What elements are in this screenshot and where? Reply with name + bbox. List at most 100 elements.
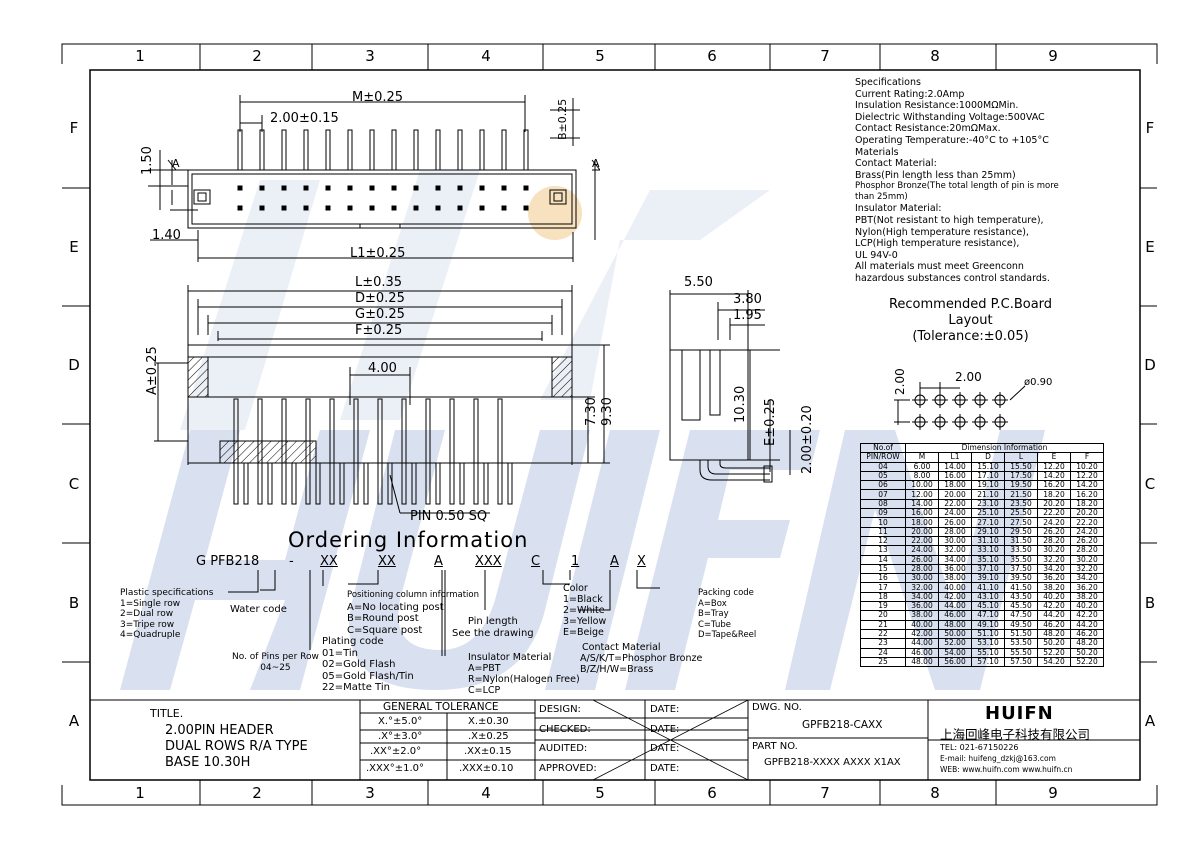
ordering-code-segment: C — [531, 554, 541, 569]
top-view-drawing — [148, 95, 600, 262]
front-pin — [497, 398, 503, 505]
ordering-line: Pin length — [467, 616, 518, 627]
ordering-line: Insulator Material — [468, 652, 552, 663]
dim-l: L±0.35 — [355, 275, 403, 290]
top-pin — [281, 129, 287, 171]
side-view-drawing — [669, 290, 791, 483]
zone-col-5: 5 — [595, 47, 605, 65]
title-line-3: BASE 10.30H — [165, 755, 251, 770]
top-contact — [391, 185, 397, 191]
ordering-line: A=Box — [698, 598, 727, 609]
zone-col-8: 8 — [930, 47, 940, 65]
specifications-block: Specifications Current Rating:2.0Amp Ins… — [855, 77, 1059, 285]
top-contact — [501, 185, 507, 191]
zone-row-c-right: C — [1144, 475, 1156, 493]
zone-row-f: F — [69, 119, 79, 137]
ordering-line: B=Round post — [347, 613, 419, 624]
top-contact — [435, 185, 441, 191]
top-contact — [457, 185, 463, 191]
spec-line: Phosphor Bronze(The total length of pin … — [855, 181, 1059, 192]
spec-line: UL 94V-0 — [855, 249, 898, 261]
front-pin — [329, 398, 335, 505]
zone-row-e-right: E — [1145, 238, 1155, 256]
spec-line: LCP(High temperature resistance), — [855, 238, 1020, 250]
front-pin — [363, 462, 369, 505]
top-contact — [413, 205, 419, 211]
front-view-drawing — [154, 285, 610, 514]
ordering-insulator: Insulator Material A=PBT R=Nylon(Halogen… — [468, 652, 580, 696]
dim-g: G±0.25 — [355, 307, 405, 322]
dim-w3: 1.95 — [733, 308, 762, 323]
tolerance-angle-2: .X°±3.0° — [378, 731, 423, 742]
top-contact — [325, 205, 331, 211]
spec-line: Operating Temperature:-40°C to +105°C — [855, 134, 1049, 146]
zone-col-9: 9 — [1048, 47, 1058, 65]
tolerance-angle-3: .XX°±2.0° — [370, 746, 422, 757]
front-pin — [339, 462, 345, 505]
company-tel: TEL: 021-67150226 — [940, 743, 1019, 752]
top-contact — [259, 205, 265, 211]
section-mark-right: A — [592, 157, 600, 170]
ordering-line: C=LCP — [468, 685, 501, 696]
zone-col-3-bottom: 3 — [365, 784, 375, 802]
ordering-packing: Packing code A=Box B=Tray C=Tube D=Tape&… — [698, 588, 756, 641]
ordering-line: A=PBT — [468, 663, 501, 674]
dwg-no-label: DWG. NO. — [752, 702, 802, 713]
zone-row-d-right: D — [1144, 356, 1156, 374]
front-pin — [267, 462, 273, 505]
tolerance-angle-1: X.°±5.0° — [378, 716, 423, 727]
top-contact — [237, 205, 243, 211]
ordering-plastic: Plastic specifications 1=Single row 2=Du… — [120, 588, 213, 641]
ordering-plating: Plating code 01=Tin 02=Gold Flash 05=Gol… — [322, 636, 414, 694]
top-contact — [413, 185, 419, 191]
date-label-4: DATE: — [650, 763, 680, 774]
dim-pitch: 2.00±0.15 — [270, 111, 339, 126]
front-pin — [401, 398, 407, 505]
ordering-line: 2=Dual row — [120, 609, 174, 619]
ordering-code-segment: A — [610, 554, 619, 569]
ordering-line: 01=Tin — [322, 647, 359, 659]
ordering-title: Ordering Information — [288, 528, 529, 552]
ordering-line: Contact Material — [582, 642, 661, 653]
dim-f: F±0.25 — [355, 323, 403, 338]
ordering-line: A/S/K/T=Phosphor Bronze — [580, 653, 703, 664]
part-no-value: GPFB218-XXXX AXXX X1AX — [764, 757, 901, 768]
checked-label: CHECKED: — [539, 724, 591, 735]
top-contact — [281, 185, 287, 191]
zone-col-6: 6 — [707, 47, 717, 65]
ordering-line: Positioning column information — [347, 590, 479, 600]
dwg-no-value: GPFB218-CAXX — [802, 719, 883, 731]
top-pin — [347, 129, 353, 171]
pcb-pitch-x: 2.00 — [955, 370, 982, 384]
top-contact — [259, 185, 265, 191]
title-line-1: 2.00PIN HEADER — [165, 723, 274, 738]
tolerance-linear-2: .X±0.25 — [468, 731, 509, 742]
front-pin — [315, 462, 321, 505]
top-contact — [523, 205, 529, 211]
spec-line: Specifications — [855, 77, 921, 88]
tolerance-linear-4: .XXX±0.10 — [459, 763, 514, 774]
spec-line: All materials must meet Greenconn — [855, 261, 1024, 273]
ordering-positioning: Positioning column information A=No loca… — [347, 590, 479, 636]
company-email: E-mail: huifeng_dzkj@163.com — [940, 754, 1056, 763]
top-pin — [523, 129, 529, 171]
top-pin — [369, 129, 375, 171]
zone-row-a: A — [68, 712, 80, 730]
front-pin — [507, 462, 513, 505]
top-pin — [479, 129, 485, 171]
ordering-line: 3=Tripe row — [120, 619, 175, 630]
spec-line: hazardous substances control standards. — [855, 272, 1050, 284]
tolerance-linear-3: .XX±0.15 — [464, 746, 512, 757]
ordering-line: 4=Quadruple — [120, 630, 181, 640]
zone-col-7-bottom: 7 — [820, 784, 830, 802]
zone-col-1-bottom: 1 — [135, 784, 145, 802]
